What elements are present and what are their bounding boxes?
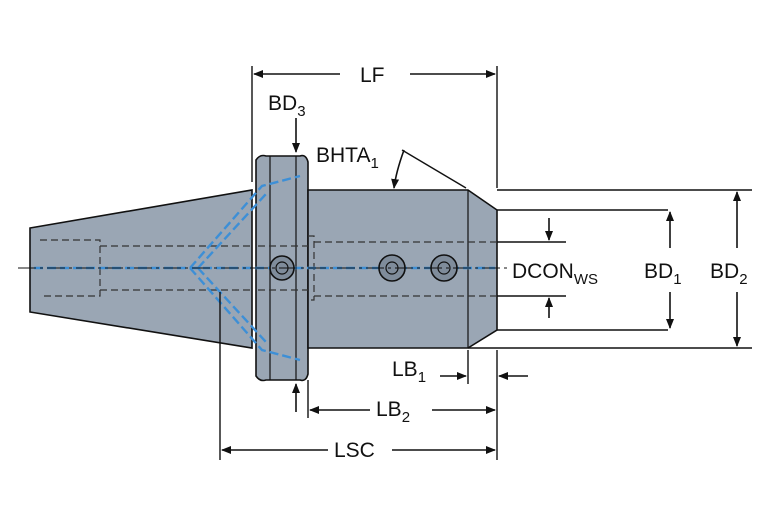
extension-lines-right [468, 189, 752, 349]
label-lsc: LSC [334, 439, 375, 462]
dim-lb2 [307, 350, 498, 460]
dim-lb1 [440, 350, 528, 384]
label-lb1: LB1 [392, 358, 426, 386]
label-lb2: LB2 [376, 398, 410, 426]
label-bd2: BD2 [710, 260, 748, 288]
label-bd1: BD1 [644, 260, 682, 288]
label-bhta1: BHTA1 [316, 144, 379, 172]
label-bd3: BD3 [268, 92, 306, 120]
dim-lf [251, 66, 498, 188]
dim-lsc [219, 292, 496, 460]
bhta1-leader [401, 149, 467, 189]
label-dcon-ws: DCONWS [512, 260, 598, 288]
label-lf: LF [360, 64, 385, 87]
bhta1-angle-arrow [391, 149, 405, 189]
